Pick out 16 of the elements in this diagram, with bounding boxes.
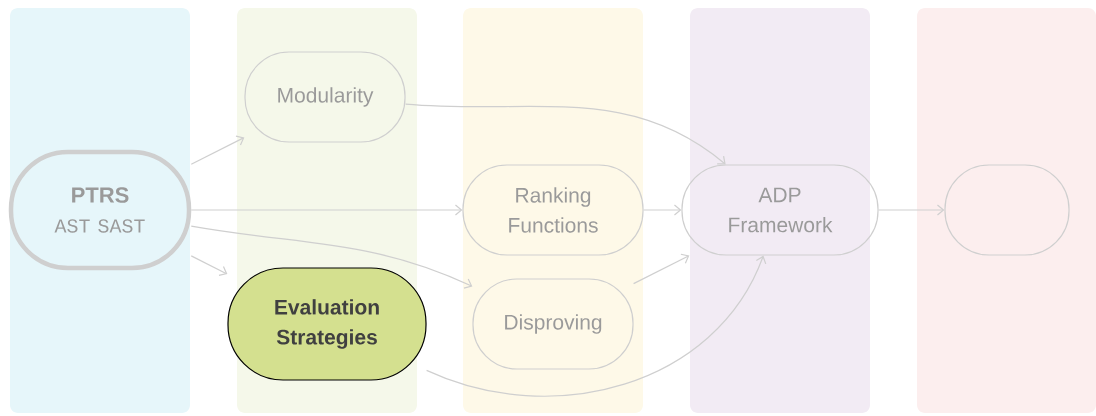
arrow <box>190 255 228 277</box>
rounded-node: Modularity <box>244 51 406 143</box>
arrow <box>633 253 690 285</box>
rounded-node: Disproving <box>472 278 634 370</box>
arrow <box>878 204 945 216</box>
rounded-node: Evaluation Strategies <box>227 267 427 381</box>
arrow <box>643 204 682 216</box>
arrow <box>405 103 726 165</box>
rounded-box <box>944 164 1070 256</box>
rounded-node: ADP Framework <box>681 164 879 256</box>
arrow <box>190 135 245 165</box>
rounded-node: Ranking Functions <box>462 164 644 256</box>
arrow <box>190 225 473 289</box>
rounded-node: PTRS AST SAST <box>8 149 192 271</box>
arrow <box>190 204 463 216</box>
arrow <box>426 255 767 397</box>
